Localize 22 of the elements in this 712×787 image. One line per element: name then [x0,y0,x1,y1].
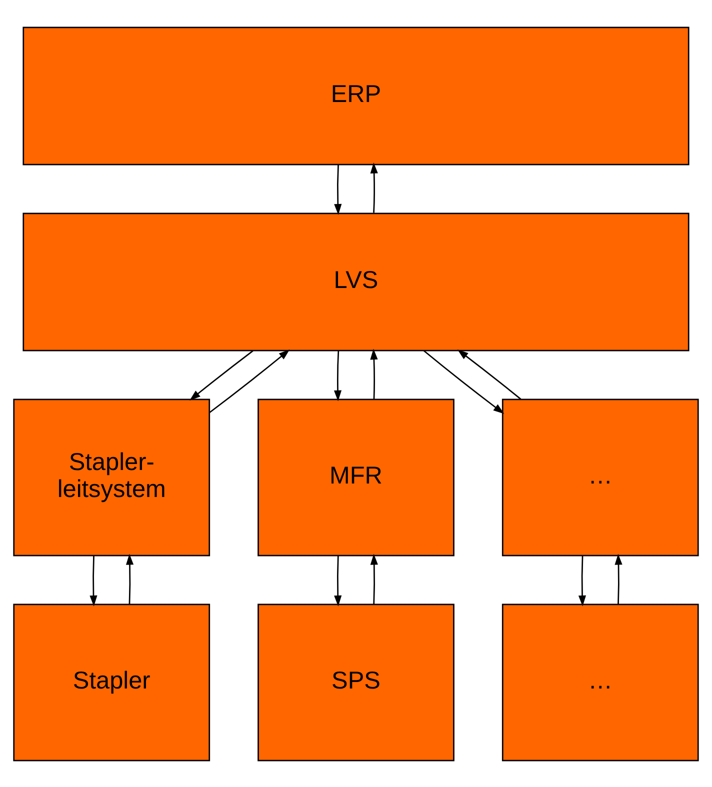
arrow [334,350,342,401]
arrow [370,553,378,604]
node-box: Stapler- leitsystem [13,398,210,556]
node-box: … [502,398,699,556]
arrow [370,348,378,399]
node-box: LVS [22,212,690,351]
node-box: … [502,603,699,761]
arrow [457,349,522,400]
arrow [190,350,254,400]
arrow [209,348,290,413]
node-box: MFR [258,398,454,556]
arrow [423,350,504,414]
arrow [90,555,98,606]
node-box: Stapler [13,603,210,761]
arrow [126,553,134,604]
arrow [578,555,586,606]
arrow [334,164,342,214]
arrow [370,162,378,212]
node-box: SPS [258,603,454,761]
arrow [614,553,622,604]
node-box: ERP [22,26,690,165]
arrow [334,555,342,606]
